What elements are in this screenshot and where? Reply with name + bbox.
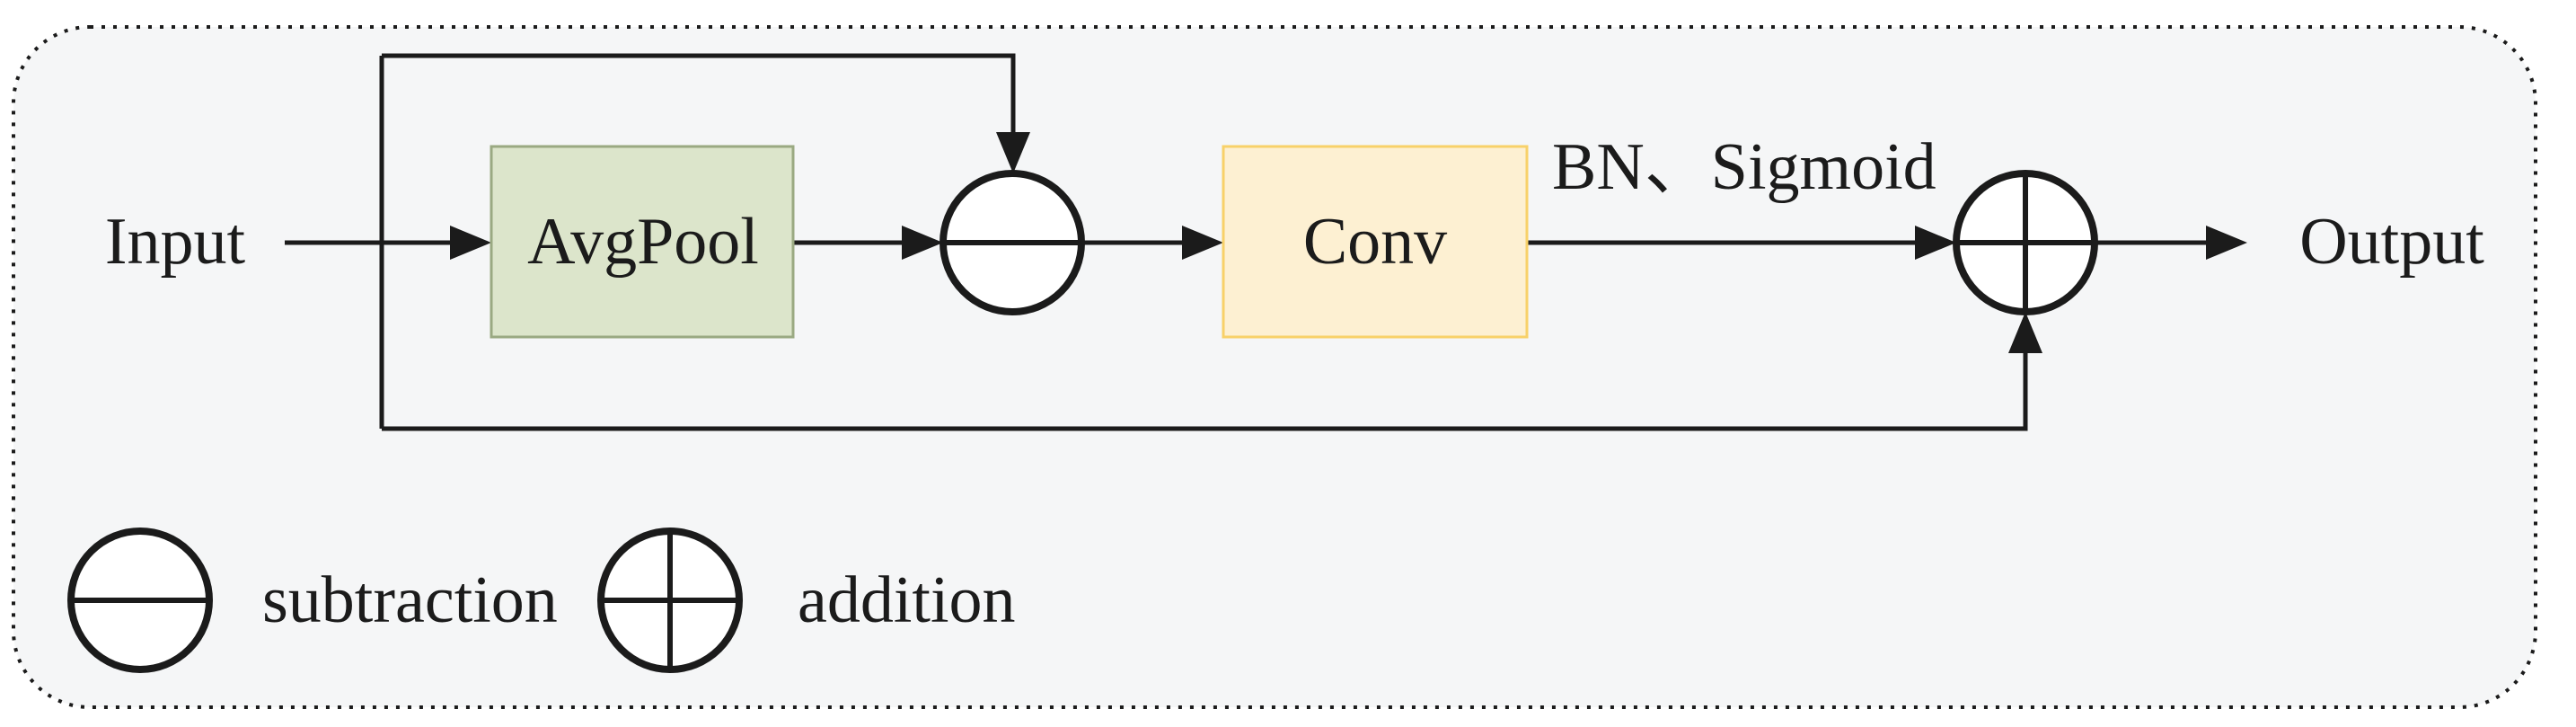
- subtraction-node: [940, 170, 1085, 315]
- output-label: Output: [2299, 205, 2484, 279]
- connector-lines: [285, 53, 2210, 431]
- arrow-into-conv-icon: [1182, 226, 1223, 260]
- legend-subtraction-label: subtraction: [262, 563, 558, 637]
- addition-node: [1953, 170, 2098, 315]
- conv-block: [1222, 145, 1529, 339]
- legend-addition-label: addition: [798, 563, 1016, 637]
- arrow-into-subtraction-left-icon: [902, 226, 943, 260]
- arrowheads: [450, 132, 2247, 353]
- bn-sigmoid-label: BN、Sigmoid: [1552, 130, 1936, 204]
- avgpool-block: [490, 145, 795, 339]
- avgpool-label: AvgPool: [527, 205, 759, 279]
- bottom-skip-line: [382, 350, 2028, 431]
- input-label: Input: [105, 205, 246, 279]
- arrow-into-addition-left-icon: [1915, 226, 1956, 260]
- labels: Input AvgPool Conv BN、Sigmoid Output sub…: [105, 130, 2484, 637]
- arrow-into-output-icon: [2206, 226, 2247, 260]
- conv-label: Conv: [1303, 205, 1447, 279]
- legend: [67, 528, 743, 673]
- arrow-into-avgpool-icon: [450, 226, 491, 260]
- arrow-into-subtraction-top-icon: [996, 132, 1030, 173]
- top-skip-line: [382, 53, 1016, 137]
- arrow-into-addition-bottom-icon: [2008, 312, 2042, 353]
